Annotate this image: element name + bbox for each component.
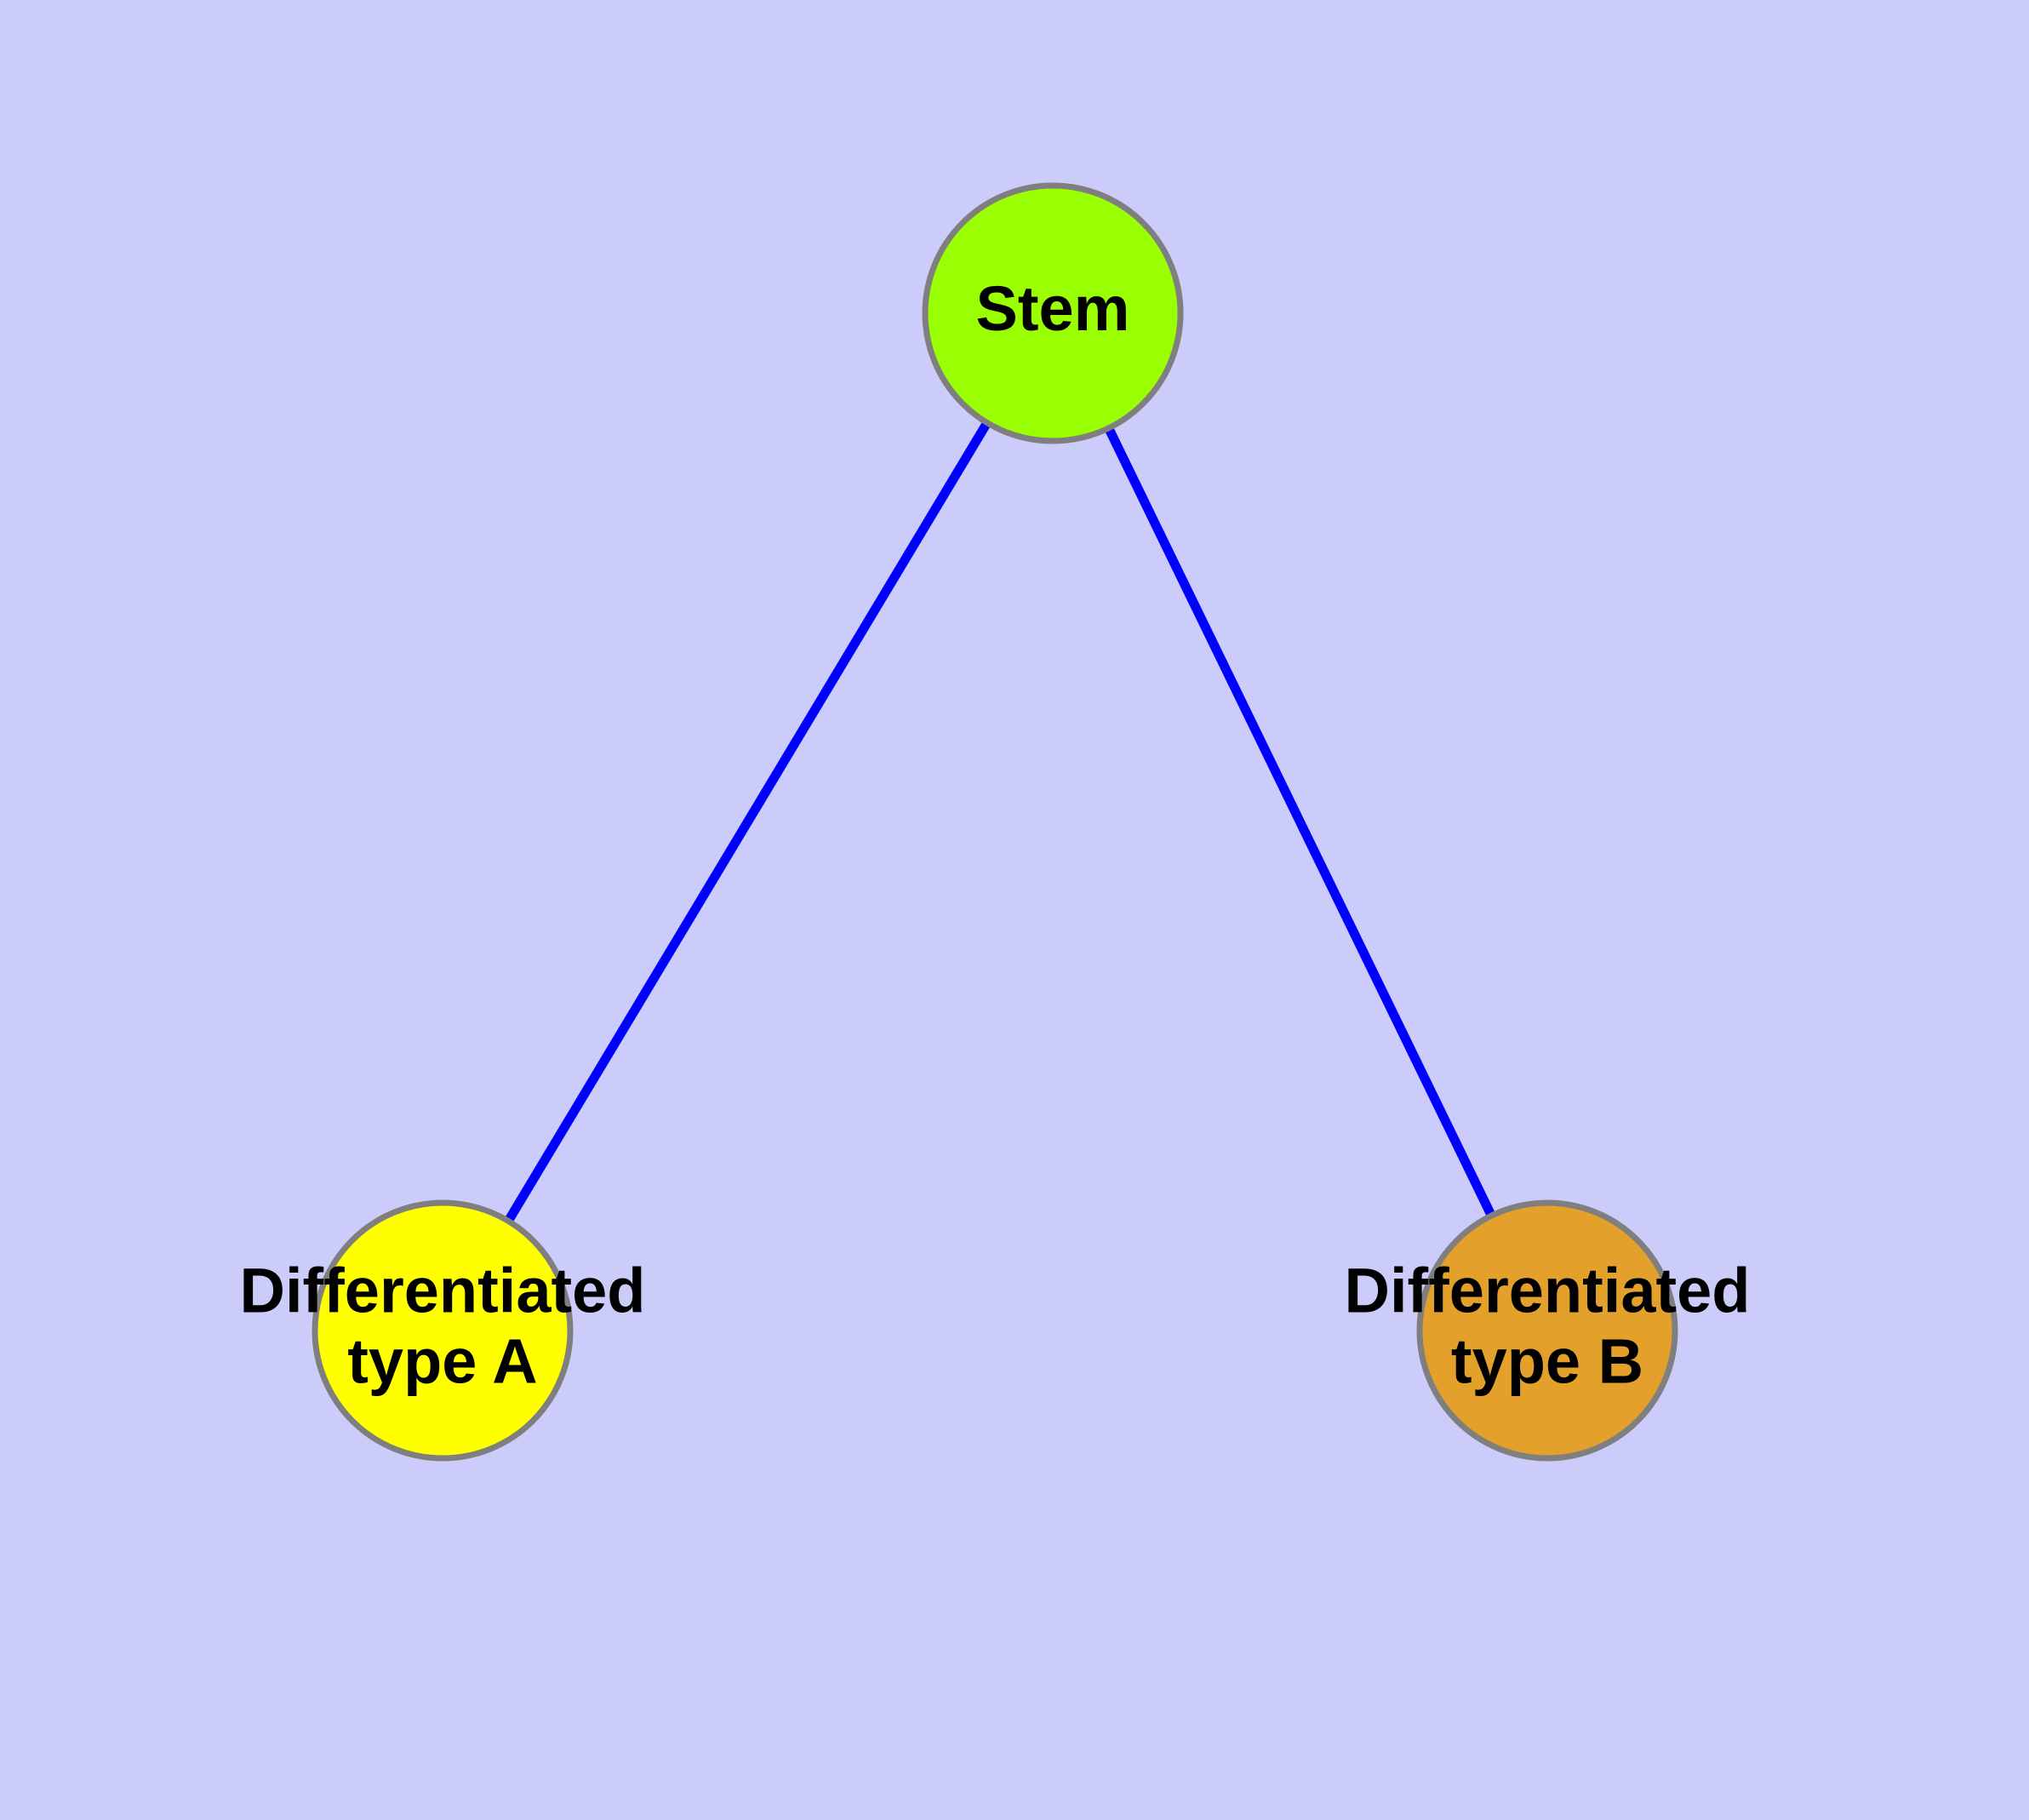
graph-edge[interactable]	[438, 311, 1057, 1333]
node-label-line: type A	[347, 1325, 537, 1396]
node-circle-stem[interactable]	[922, 182, 1184, 444]
node-label-line: Stem	[976, 273, 1130, 344]
edges-layer	[438, 311, 1552, 1333]
graph-edge[interactable]	[1049, 311, 1552, 1333]
node-label-line: Differentiated	[240, 1255, 646, 1325]
node-circle-diff_a[interactable]	[311, 1199, 574, 1462]
node-label-stem: Stem	[976, 273, 1130, 344]
graph-node-stem[interactable]: Stem	[922, 182, 1184, 444]
node-label-line: type B	[1451, 1325, 1643, 1396]
node-circle-diff_b[interactable]	[1416, 1199, 1678, 1462]
node-label-line: Differentiated	[1345, 1255, 1751, 1325]
